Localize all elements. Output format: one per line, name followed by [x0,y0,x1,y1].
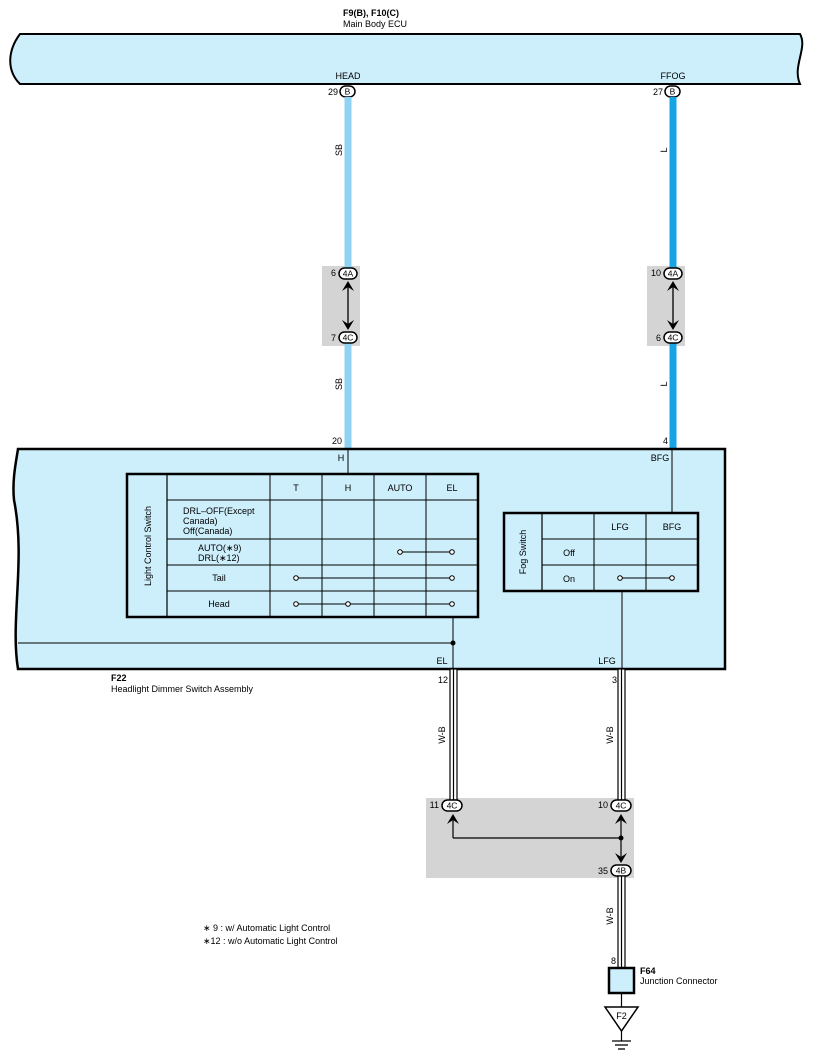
light-control-switch-table [125,472,480,619]
lcs-row-drl-off-line2: Canada) [183,516,218,526]
ecu-pin-ffog-number: 27 [653,87,663,97]
wire-lfg-wb [617,668,626,801]
ground-icon [612,1031,631,1050]
switch-assembly-ref: F22 [111,673,127,683]
lcs-col-h: H [345,483,352,493]
switch-pin-lfg-number: 3 [612,675,617,685]
switch-pin-h-label: H [338,453,345,463]
junction-ffog-lower-terminal: 4C [663,331,683,344]
ecu-pin-head-label: HEAD [335,71,361,81]
wire-ffog-color-upper: L [659,147,669,152]
lcs-row-drl-off-line3: Off(Canada) [183,526,232,536]
junction-ffog-arrow-up [667,281,679,291]
lcs-col-t: T [293,483,299,493]
junction-el-arrow-up [447,814,459,824]
wire-el-color: W-B [437,726,447,743]
ecu-name: Main Body ECU [343,19,407,29]
junction-el-terminal: 4C [441,799,463,812]
ecu-pin-head-number: 29 [328,87,338,97]
junction-lfg-terminal: 4C [610,799,632,812]
wire-lfg-color: W-B [605,726,615,743]
junction-head-lower-terminal: 4C [338,331,358,344]
lcs-row-tail: Tail [212,573,226,583]
lcs-row-head: Head [208,599,230,609]
switch-pin-h-number: 20 [332,436,342,446]
junction-ffog-upper-pin: 10 [651,268,661,278]
svg-text:4A: 4A [343,269,354,279]
light-control-switch-title: Light Control Switch [143,506,153,586]
lcs-continuity-tail [293,575,455,581]
junction-ground-pin: 35 [598,866,608,876]
svg-text:4C: 4C [668,333,679,343]
junction-head-lower-pin: 7 [331,333,336,343]
lcs-row-auto-line2: DRL(∗12) [198,553,240,563]
fog-continuity-on [617,575,675,581]
switch-pin-el-number: 12 [438,675,448,685]
switch-pin-lfg-label: LFG [598,656,616,666]
switch-assembly-name: Headlight Dimmer Switch Assembly [111,684,254,694]
junction-ffog-arrow-down [667,320,679,330]
wire-ffog-color-lower: L [659,381,669,386]
lcs-continuity-auto [397,549,455,555]
fog-col-bfg: BFG [663,522,682,532]
ecu-pin-head-terminal: B [339,85,356,98]
wire-ground-wb [617,875,626,969]
ecu-ref: F9(B), F10(C) [343,8,399,18]
fog-switch-title: Fog Switch [518,530,528,575]
junction-head-upper-pin: 6 [331,268,336,278]
svg-text:B: B [670,87,676,97]
junction-lfg-arrow-up [615,814,627,824]
junction-ground-terminal: 4B [610,864,632,877]
junction-connector-ref: F64 [640,966,656,976]
junction-head-arrow-up [342,281,354,291]
wire-head-color-lower: SB [334,378,344,390]
fog-row-off: Off [563,548,575,558]
fog-col-lfg: LFG [611,522,629,532]
ground-label: F2 [616,1011,627,1021]
junction-connector-pin: 8 [611,956,616,966]
junction-ffog-upper-terminal: 4A [663,267,683,280]
note-12: ∗12 : w/o Automatic Light Control [203,936,338,946]
junction-ground-arrow-down [615,853,627,863]
junction-lfg-pin: 10 [598,800,608,810]
svg-text:4C: 4C [343,333,354,343]
wire-head-color-upper: SB [334,144,344,156]
lcs-row-drl-off-line1: DRL–OFF(Except [183,506,255,516]
ecu-pin-ffog-label: FFOG [661,71,686,81]
junction-connector-name: Junction Connector [640,976,718,986]
junction-el-pin: 11 [430,800,439,810]
junction-connector-body [607,966,636,995]
switch-pin-bfg-label: BFG [651,453,670,463]
junction-head-upper-terminal: 4A [338,267,358,280]
lcs-row-auto-line1: AUTO(∗9) [198,543,241,553]
ground-triangle [603,1006,640,1033]
lcs-col-auto: AUTO [388,483,413,493]
junction-head-arrow-down [342,320,354,330]
svg-text:4C: 4C [447,801,458,811]
svg-text:4C: 4C [616,801,627,811]
switch-pin-bfg-number: 4 [663,436,668,446]
svg-text:B: B [345,87,351,97]
fog-row-on: On [563,574,575,584]
wire-el-wb [449,668,458,801]
svg-text:4B: 4B [616,866,627,876]
switch-pin-el-label: EL [436,656,447,666]
lcs-continuity-head [293,601,455,607]
ecu-pin-ffog-terminal: B [664,85,681,98]
ecu-body [9,33,804,85]
wire-ground-color: W-B [605,907,615,924]
svg-text:4A: 4A [668,269,679,279]
lcs-col-el: EL [446,483,457,493]
junction-ffog-lower-pin: 6 [656,333,661,343]
note-9: ∗ 9 : w/ Automatic Light Control [203,923,330,933]
